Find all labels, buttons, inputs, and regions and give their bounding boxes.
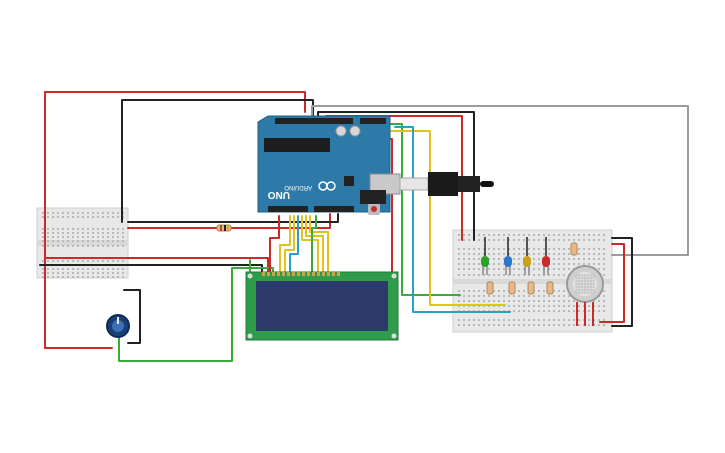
wire-lcd-d6[interactable] xyxy=(309,215,329,273)
wire-lcd-d4[interactable] xyxy=(301,215,319,273)
led-4[interactable] xyxy=(542,256,550,275)
atmega-chip xyxy=(264,138,330,152)
left-breadboard[interactable] xyxy=(36,207,129,279)
wire-lcd-d3[interactable] xyxy=(289,215,299,273)
potentiometer[interactable] xyxy=(106,314,130,338)
arduino-uno[interactable]: ARDUINO UNO xyxy=(257,115,401,215)
led-3[interactable] xyxy=(523,256,531,275)
leds xyxy=(481,237,550,275)
lcd-screen xyxy=(256,281,388,331)
gas-sensor[interactable] xyxy=(566,265,604,326)
led-resistors xyxy=(486,281,554,295)
wire-gray-loop[interactable] xyxy=(311,105,689,256)
wire-black-left-bb[interactable] xyxy=(127,213,339,223)
led-2[interactable] xyxy=(504,256,512,275)
wire-black-pot[interactable] xyxy=(123,289,141,344)
usb-cable[interactable] xyxy=(399,172,494,196)
led-1[interactable] xyxy=(481,256,489,275)
led-resistor-3[interactable] xyxy=(527,281,535,295)
led-resistor-1[interactable] xyxy=(486,281,494,295)
wire-lcd-d8[interactable] xyxy=(311,215,317,273)
wire-black-lcd[interactable] xyxy=(39,264,263,273)
resistor-left[interactable] xyxy=(216,224,232,232)
led-resistor-4[interactable] xyxy=(546,281,554,295)
resistor-sensor[interactable] xyxy=(570,242,578,256)
analog-header[interactable] xyxy=(314,206,354,212)
wire-lcd-d5[interactable] xyxy=(305,215,324,273)
wire-blue[interactable] xyxy=(394,126,511,313)
wire-green-pot-lcd[interactable] xyxy=(118,267,274,362)
wire-red-right-rail[interactable] xyxy=(599,243,625,323)
arduino-logo-text: ARDUINO xyxy=(284,184,312,190)
wire-black-right-rail[interactable] xyxy=(611,237,633,327)
wire-green[interactable] xyxy=(387,123,461,296)
lcd-display[interactable] xyxy=(245,271,399,341)
wire-lcd-d7[interactable] xyxy=(269,215,280,273)
led-resistor-2[interactable] xyxy=(508,281,516,295)
wire-lcd-d1[interactable] xyxy=(279,215,291,273)
wire-yellow[interactable] xyxy=(390,130,506,306)
power-header[interactable] xyxy=(268,206,308,212)
digital-header[interactable] xyxy=(275,118,353,124)
wire-red-left-loop[interactable] xyxy=(44,91,306,349)
power-jack xyxy=(360,190,386,204)
wire-red-left-bb[interactable] xyxy=(127,213,331,229)
arduino-infinity-icon xyxy=(318,181,336,191)
arduino-brand-text: UNO xyxy=(268,189,290,200)
wire-lcd-d2[interactable] xyxy=(284,215,295,273)
